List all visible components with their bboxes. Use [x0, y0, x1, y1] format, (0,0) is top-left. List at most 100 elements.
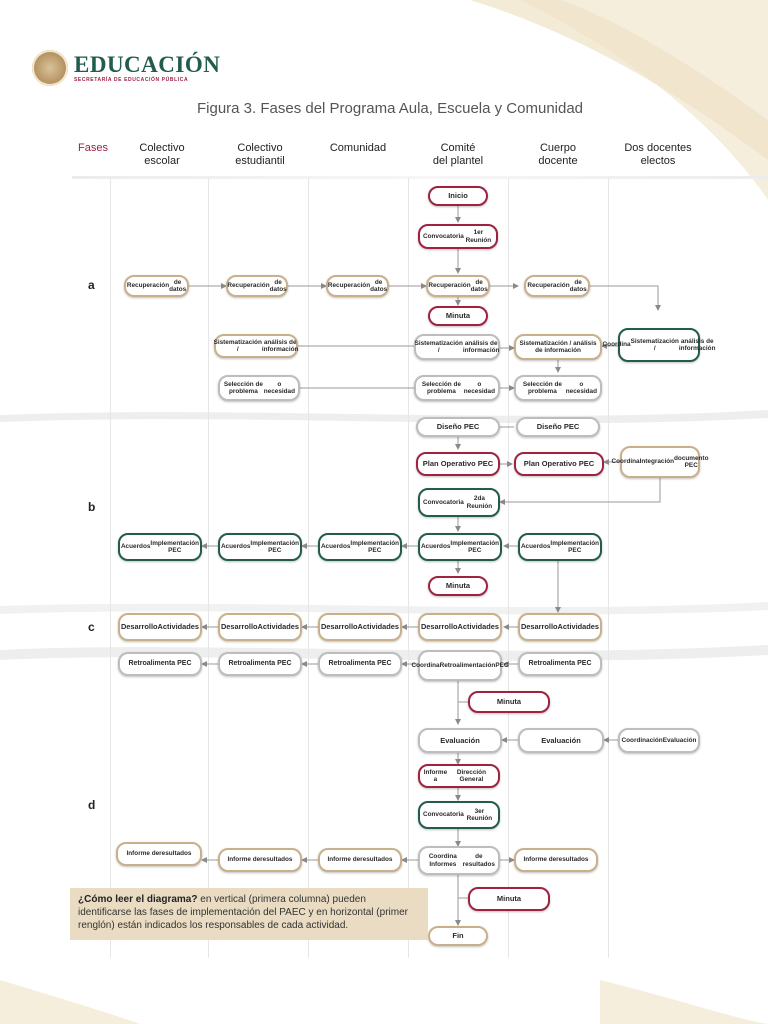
node-inicio: Inicio	[428, 186, 488, 206]
node-line: análisis de información	[261, 338, 299, 353]
phase-label-c: c	[88, 620, 95, 634]
node-line: Coordinación	[621, 736, 663, 744]
node-sistematizacion-estudiantil: Sistematización /análisis de información	[214, 334, 298, 358]
lane-divider	[608, 178, 609, 958]
node-line: Informe de	[523, 856, 557, 864]
node-line: documento PEC	[674, 454, 709, 469]
node-retroalimenta-docente: Retroalimenta PEC	[518, 652, 602, 676]
reading-note: ¿Cómo leer el diagrama? en vertical (pri…	[70, 888, 428, 940]
node-line: Acuerdos	[520, 543, 551, 551]
node-line: Convocatoria	[423, 232, 464, 240]
node-line: Informe de	[327, 856, 361, 864]
node-retroalimenta-estudiantil: Retroalimenta PEC	[218, 652, 302, 676]
node-line: Acuerdos	[320, 543, 351, 551]
node-line: Informe de	[227, 856, 261, 864]
phase-label-d: d	[88, 798, 96, 812]
column-header-fases: Fases	[78, 142, 108, 154]
node-line: o necesidad	[463, 380, 496, 395]
logo-title: EDUCACIÓN	[74, 52, 221, 77]
node-line: Implementación PEC	[150, 539, 200, 554]
node-line: Desarrollo	[120, 621, 158, 631]
node-line: Actividades	[257, 621, 300, 631]
column-header-cuerpo-docente: Cuerpo docente	[508, 142, 608, 168]
node-line: Desarrollo	[420, 621, 458, 631]
node-line: de datos	[470, 278, 488, 293]
node-line: Implementación PEC	[350, 539, 400, 554]
node-minuta-3: Minuta	[468, 691, 550, 713]
node-sistematizacion-comite: Sistematización /análisis de información	[414, 334, 500, 360]
phase-label-a: a	[88, 278, 95, 292]
node-minuta-4: Minuta	[468, 887, 550, 911]
node-line: Desarrollo	[520, 621, 558, 631]
node-line: Coordina	[411, 661, 440, 669]
lane-divider	[408, 178, 409, 958]
node-line: Convocatoria	[423, 811, 464, 819]
column-header-dos-docentes: Dos docentes electos	[608, 142, 708, 168]
node-line: Recuperación	[227, 282, 270, 290]
node-line: Coordina	[611, 458, 640, 466]
node-line: Convocatoria	[423, 498, 464, 506]
node-fin: Fin	[428, 926, 488, 946]
node-plan-operativo-docente: Plan Operativo PEC	[514, 452, 604, 476]
node-line: Sistematización /	[414, 339, 463, 354]
node-line: de resultados	[462, 853, 495, 868]
arrow	[590, 285, 661, 311]
header-line: escolar	[144, 155, 180, 167]
note-bold: ¿Cómo leer el diagrama?	[78, 894, 198, 905]
node-line: resultados	[360, 856, 393, 864]
header-line: Colectivo	[237, 142, 283, 154]
node-line: Informe de	[126, 850, 160, 858]
node-evaluacion-comite: Evaluación	[418, 728, 502, 753]
column-header-colectivo-escolar: Colectivo escolar	[112, 142, 212, 168]
node-line: Selección de problema	[421, 380, 461, 395]
node-line: de datos	[269, 278, 287, 293]
node-line: Recuperación	[327, 282, 371, 290]
node-line: resultados	[556, 856, 589, 864]
column-header-colectivo-estudiantil: Colectivo estudiantil	[210, 142, 310, 168]
node-line: Selección de problema	[522, 380, 562, 395]
node-line: Coordina	[602, 341, 631, 349]
lane-divider	[508, 178, 509, 958]
node-line: Selección de problema	[223, 380, 263, 395]
header-line: del plantel	[432, 155, 484, 167]
node-line: Implementación PEC	[550, 539, 600, 554]
node-line: de datos	[370, 278, 388, 293]
node-retroalimenta-comunidad: Retroalimenta PEC	[318, 652, 402, 676]
node-line: Informe a	[423, 768, 448, 783]
node-line: Retroalimentación	[439, 661, 496, 669]
node-line: o necesidad	[565, 380, 598, 395]
lane-divider	[208, 178, 209, 958]
lane-divider	[110, 178, 111, 958]
column-header-comite: Comité del plantel	[408, 142, 508, 168]
header-line: Colectivo	[139, 142, 185, 154]
node-line: Recuperación	[527, 282, 570, 290]
node-line: PEC	[495, 661, 509, 669]
node-minuta-2: Minuta	[428, 576, 488, 596]
node-diseno-comite: Diseño PEC	[416, 417, 500, 437]
node-line: resultados	[159, 850, 192, 858]
column-header-comunidad: Comunidad	[329, 142, 387, 154]
node-line: Acuerdos	[420, 543, 451, 551]
node-line: Recuperación	[428, 282, 471, 290]
